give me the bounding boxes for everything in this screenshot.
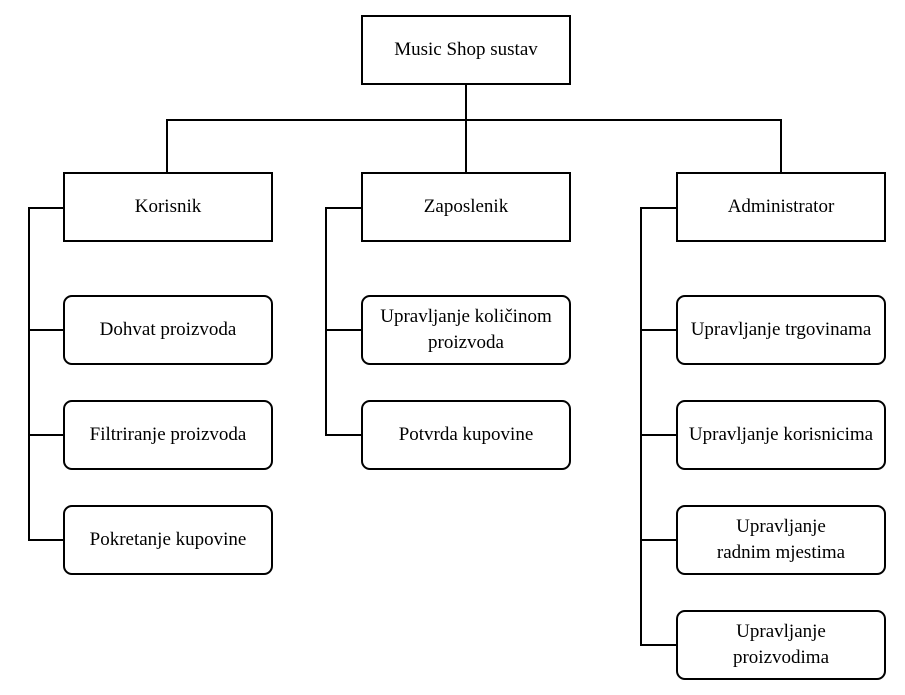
group-label: Korisnik xyxy=(134,196,202,217)
group-node-administrator: Administrator xyxy=(676,172,886,242)
item-node-dohvat-proizvoda: Dohvat proizvoda xyxy=(63,295,273,365)
item-label: Upravljanje količinom proizvoda xyxy=(380,306,552,353)
item-label: Potvrda kupovine xyxy=(398,424,534,445)
item-node-upravljanje-korisnicima: Upravljanje korisnicima xyxy=(676,400,886,470)
item-label: Pokretanje kupovine xyxy=(89,529,247,550)
item-node-upravljanje-radnim-mjestima: Upravljanje radnim mjestima xyxy=(676,505,886,575)
item-node-filtriranje-proizvoda: Filtriranje proizvoda xyxy=(63,400,273,470)
group-label: Zaposlenik xyxy=(423,196,509,217)
item-node-upravljanje-proizvodima: Upravljanje proizvodima xyxy=(676,610,886,680)
group-node-zaposlenik: Zaposlenik xyxy=(361,172,571,242)
root-label: Music Shop sustav xyxy=(394,39,538,60)
item-label: Filtriranje proizvoda xyxy=(89,424,247,445)
item-node-pokretanje-kupovine: Pokretanje kupovine xyxy=(63,505,273,575)
item-label: Upravljanje proizvodima xyxy=(732,621,830,668)
group-node-korisnik: Korisnik xyxy=(63,172,273,242)
item-label: Upravljanje korisnicima xyxy=(688,424,874,445)
item-label: Upravljanje radnim mjestima xyxy=(716,516,846,563)
item-label: Upravljanje trgovinama xyxy=(690,319,872,340)
item-label: Dohvat proizvoda xyxy=(99,319,237,340)
group-label: Administrator xyxy=(727,196,835,217)
item-node-potvrda-kupovine: Potvrda kupovine xyxy=(361,400,571,470)
root-node: Music Shop sustav xyxy=(361,15,571,85)
item-node-upravljanje-kolicinom-proizvoda: Upravljanje količinom proizvoda xyxy=(361,295,571,365)
item-node-upravljanje-trgovinama: Upravljanje trgovinama xyxy=(676,295,886,365)
